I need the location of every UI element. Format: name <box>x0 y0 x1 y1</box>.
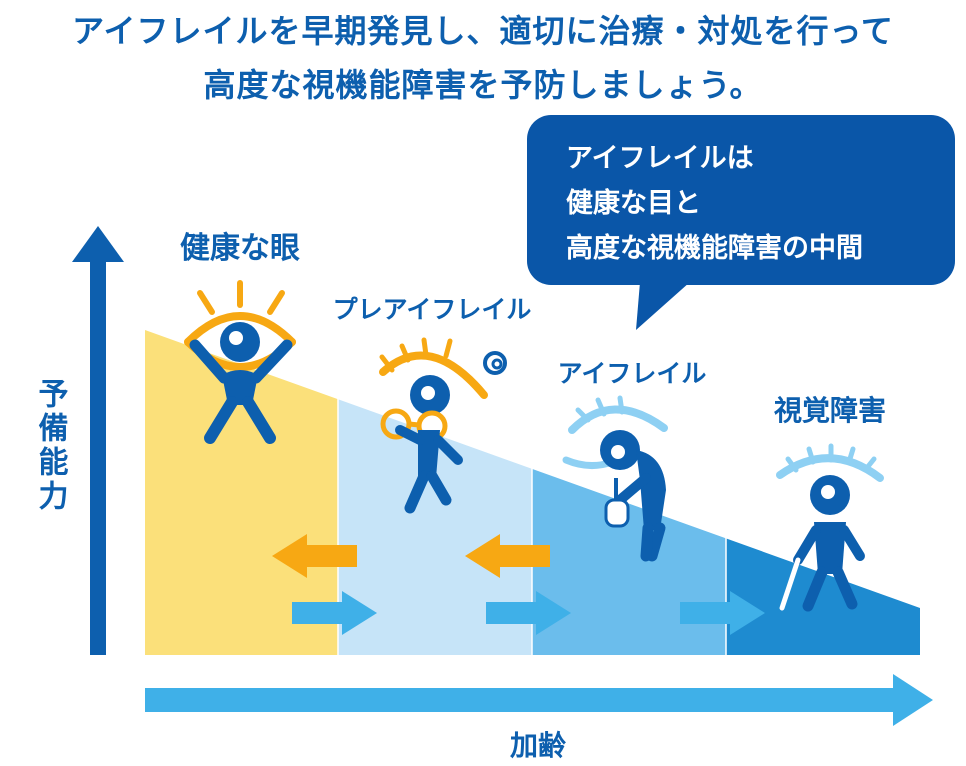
callout-line-2: 健康な目と <box>566 187 701 219</box>
y-axis-arrow <box>72 226 124 655</box>
callout-bubble: アイフレイルは 健康な目と 高度な視機能障害の中間 <box>527 115 955 330</box>
headline-line-1: アイフレイルを早期発見し、適切に治療・対処を行って <box>72 12 894 50</box>
x-axis-label: 加齢 <box>510 729 566 762</box>
callout-line-1: アイフレイルは <box>566 143 754 174</box>
headline-line-2: 高度な視機能障害を予防しましょう。 <box>203 66 763 104</box>
visual-impairment-figure-icon <box>776 443 884 612</box>
callout-line-3: 高度な視機能障害の中間 <box>566 232 863 264</box>
healthy-eye-figure-icon <box>184 280 296 444</box>
eyefrail-figure-icon <box>562 395 668 562</box>
blue-arrow-right-icon <box>292 591 377 635</box>
stage-label-pre-eyefrail: プレアイフレイル <box>333 295 532 324</box>
stage-label-eyefrail: アイフレイル <box>558 359 707 388</box>
y-axis-label: 予備能力 <box>33 378 69 514</box>
blue-arrow-right-icon <box>680 591 765 635</box>
orange-arrow-left-icon <box>272 534 357 578</box>
orange-arrow-left-icon <box>465 534 550 578</box>
stage-label-visual-impairment: 視覚障害 <box>774 394 886 427</box>
blue-arrow-right-icon <box>486 591 571 635</box>
x-axis-arrow <box>145 674 933 726</box>
stage-label-healthy: 健康な眼 <box>180 231 300 266</box>
pre-eyefrail-figure-icon <box>379 337 507 514</box>
